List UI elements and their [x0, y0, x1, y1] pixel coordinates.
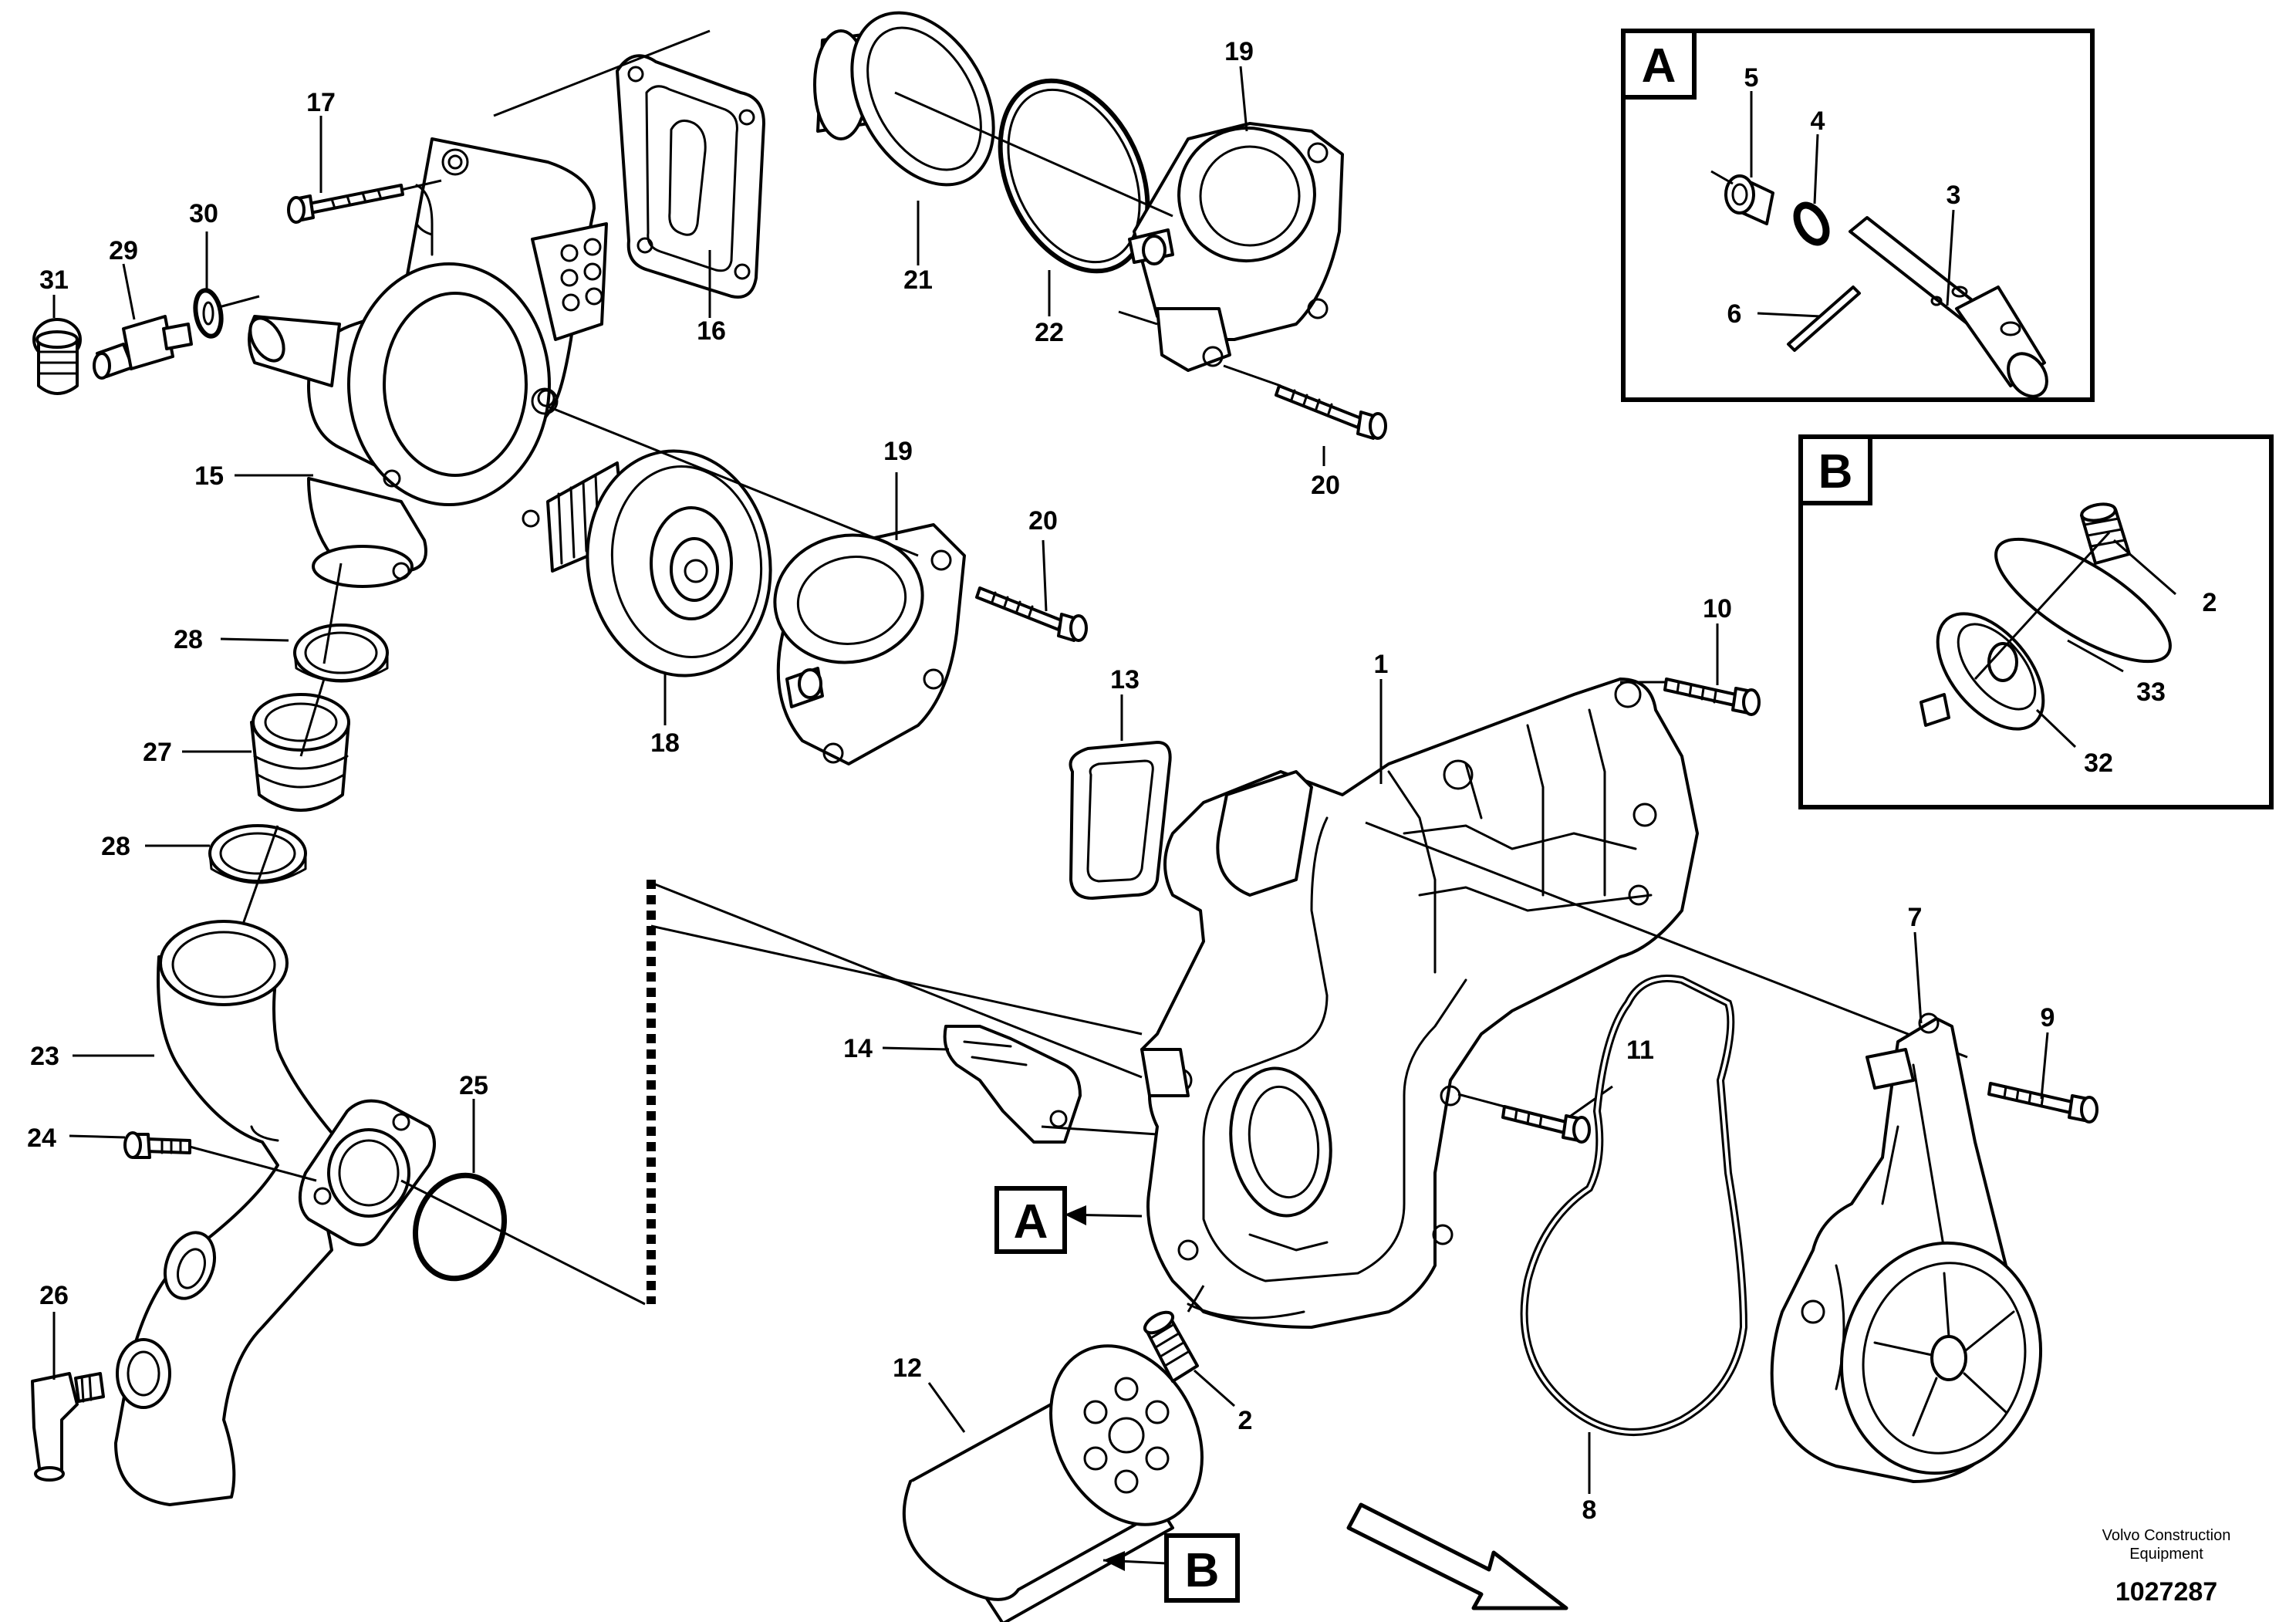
label-31: 31 [39, 265, 69, 295]
plug-2-main-part [1143, 1285, 1205, 1383]
roll-pin-part [1787, 286, 1861, 352]
label-7: 7 [1908, 903, 1923, 932]
ref-b-letter: B [1185, 1544, 1220, 1597]
label-2-detail-b: 2 [2203, 588, 2217, 617]
thermostat-cover-upper-part [1128, 122, 1344, 372]
bushing-part [1710, 170, 1774, 225]
detail-box-b: B 2 33 32 [1798, 434, 2274, 809]
seal-ring-28-lower-part [208, 824, 307, 884]
bolt-24-part [123, 1131, 317, 1182]
filter-part [902, 1344, 1204, 1622]
label-14: 14 [843, 1034, 873, 1063]
reference-a: A [994, 1186, 1143, 1254]
drawing-number: 1027287 [2115, 1577, 2217, 1607]
reference-b: B [1102, 1533, 1240, 1603]
valve-part [1920, 612, 2045, 731]
ref-a-letter: A [1014, 1195, 1048, 1249]
thermostat-cover-lower-part [773, 523, 966, 765]
label-28-upper: 28 [174, 625, 203, 654]
label-13: 13 [1110, 665, 1140, 694]
gasket-8-part [1520, 975, 1748, 1436]
label-30: 30 [189, 199, 218, 228]
detail-b-letter: B [1818, 445, 1853, 498]
o-ring-33-part [1994, 537, 2172, 664]
elbow-26-part [31, 1372, 105, 1482]
label-2-main: 2 [1238, 1406, 1253, 1435]
bolt-11-part [1457, 1093, 1591, 1144]
water-pump-part [1770, 1012, 2043, 1483]
label-19-lower: 19 [883, 437, 913, 466]
seal-13-part [1069, 741, 1172, 900]
bolt-10-part [1620, 678, 1761, 716]
label-12: 12 [893, 1353, 922, 1383]
label-21: 21 [903, 265, 933, 295]
o-ring-part [1793, 201, 1830, 246]
pipe-23-part [114, 920, 341, 1506]
label-6: 6 [1727, 299, 1742, 329]
bolt-20-upper-part [1275, 384, 1387, 440]
flange-part [298, 1099, 436, 1247]
footer-company-line2: Equipment [2129, 1546, 2203, 1563]
label-15: 15 [194, 461, 224, 491]
label-5: 5 [1744, 63, 1759, 93]
label-23: 23 [30, 1042, 59, 1071]
timing-cover-part [1140, 678, 1699, 1329]
washer-30-part [193, 288, 224, 339]
label-9: 9 [2041, 1003, 2055, 1032]
label-18: 18 [650, 728, 680, 758]
label-24: 24 [27, 1124, 56, 1153]
label-8: 8 [1582, 1495, 1597, 1525]
label-32: 32 [2084, 748, 2113, 778]
label-10: 10 [1703, 594, 1732, 623]
label-1: 1 [1374, 650, 1389, 679]
detail-a-letter: A [1642, 39, 1676, 93]
label-22: 22 [1035, 318, 1064, 347]
label-3: 3 [1947, 181, 1961, 210]
label-16: 16 [697, 316, 726, 346]
label-17: 17 [306, 88, 336, 117]
label-27: 27 [143, 738, 172, 767]
label-25: 25 [459, 1071, 488, 1100]
label-4: 4 [1811, 106, 1825, 136]
bolt-17-part [287, 179, 442, 224]
plug-31-part [32, 318, 82, 395]
label-28-lower: 28 [101, 832, 130, 861]
sleeve-27-part [250, 693, 350, 812]
footer-company-line1: Volvo Construction [2102, 1527, 2231, 1544]
thermostat-part [546, 449, 772, 678]
bolt-9-part [1987, 1082, 2098, 1124]
label-11: 11 [1626, 1036, 1654, 1065]
seal-ring-28-upper-part [293, 623, 389, 683]
label-26: 26 [39, 1281, 69, 1310]
label-20-lower: 20 [1028, 506, 1058, 536]
o-ring-22-part [998, 78, 1150, 274]
bracket-14-part [943, 1025, 1082, 1144]
label-19-upper: 19 [1224, 37, 1254, 66]
direction-arrow [1346, 1502, 1568, 1610]
label-20-upper: 20 [1311, 471, 1340, 500]
pipe-21-part [813, 11, 995, 187]
sensor-29-part [93, 315, 193, 380]
gasket-16-part [616, 54, 765, 299]
pin-part [1849, 216, 2048, 398]
detail-box-a: A 5 4 3 6 [1621, 29, 2095, 402]
o-ring-25-part [412, 1172, 508, 1282]
label-29: 29 [109, 236, 138, 265]
thermostat-housing-part [248, 137, 608, 588]
plug-part [2080, 502, 2131, 565]
label-33: 33 [2136, 678, 2166, 707]
bolt-20-lower-part [975, 586, 1088, 642]
